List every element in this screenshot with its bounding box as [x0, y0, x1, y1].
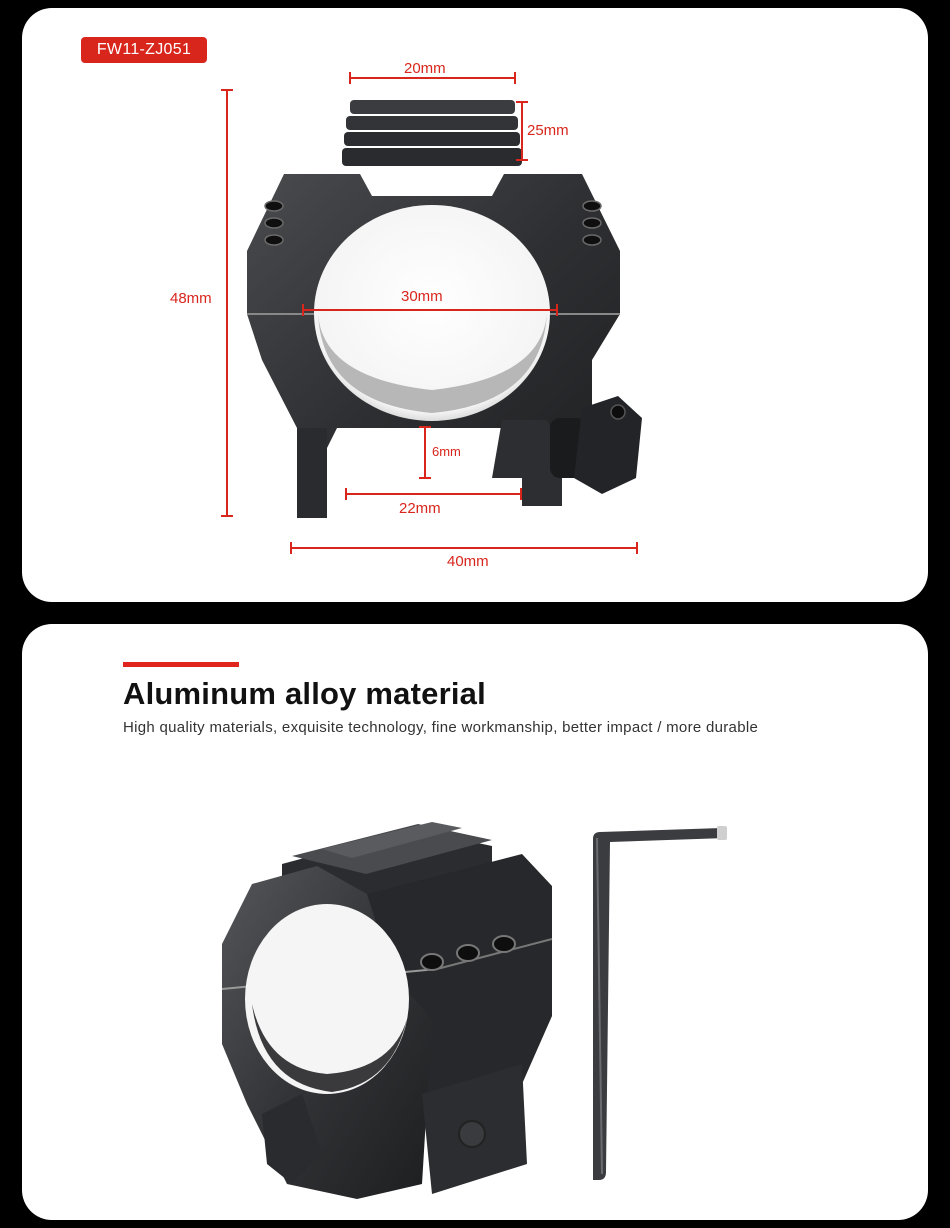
scope-ring-angled-view [221, 822, 553, 1199]
scope-ring-front-view [221, 72, 642, 554]
feature-description: High quality materials, exquisite techno… [123, 719, 759, 736]
screw-holes [264, 200, 602, 246]
hex-key-wrench [593, 826, 727, 1180]
dim-ring-diameter: 30mm [401, 288, 443, 305]
product-photo [221, 822, 727, 1199]
dim-total-width: 40mm [447, 553, 489, 570]
feature-title: Aluminum alloy material [123, 676, 486, 711]
accent-bar [123, 662, 239, 667]
cross-bolt-knob [550, 396, 642, 494]
model-code-badge: FW11-ZJ051 [81, 37, 207, 63]
dim-top-rail-height: 25mm [527, 122, 569, 139]
dim-base-height: 6mm [432, 444, 461, 459]
dim-base-rail-width: 22mm [399, 500, 441, 517]
top-rail [342, 100, 522, 166]
dimensions-card: FW11-ZJ051 [22, 8, 928, 602]
dim-total-height: 48mm [170, 290, 212, 307]
material-card: Aluminum alloy material High quality mat… [22, 624, 928, 1220]
ring-bore [314, 205, 550, 421]
dimension-lines [221, 72, 638, 554]
dim-top-rail-width: 20mm [404, 60, 446, 77]
